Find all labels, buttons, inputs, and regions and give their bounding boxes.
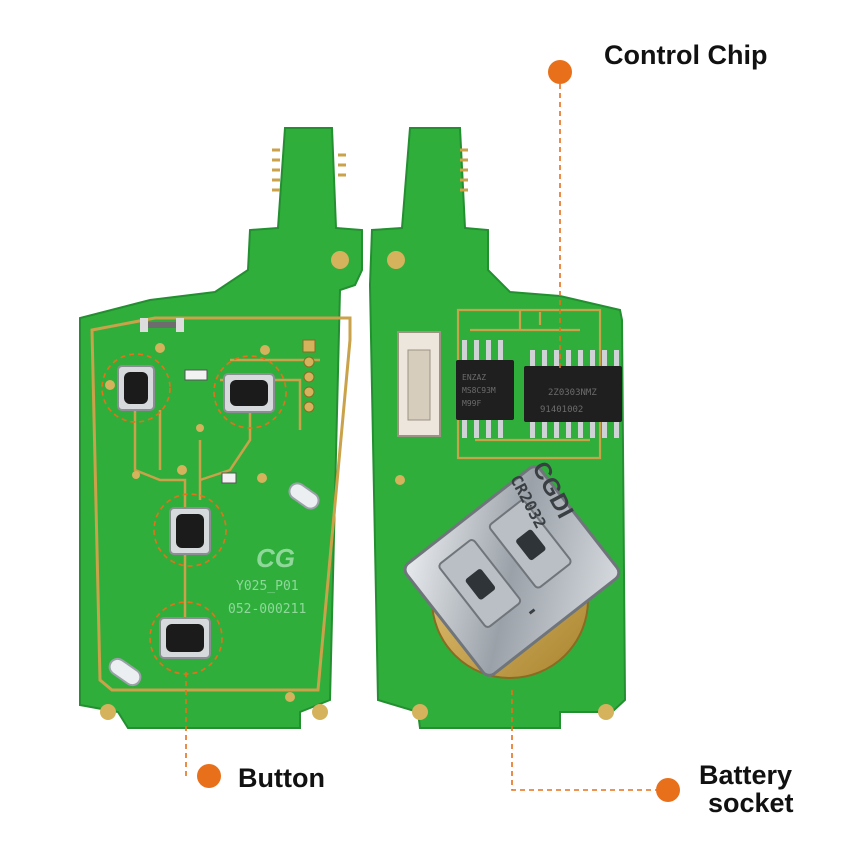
svg-text:91401002: 91401002	[540, 405, 583, 415]
tact-switch-4	[159, 617, 211, 659]
label-control-chip: Control Chip	[604, 40, 768, 70]
silkscreen-logo: CG	[256, 543, 295, 573]
left-pcb-board: CG Y025_P01 052-000211	[79, 127, 363, 729]
callout-dot-battery-socket	[656, 778, 680, 802]
svg-text:2Z0303NMZ: 2Z0303NMZ	[548, 388, 597, 398]
label-battery-line2: socket	[708, 788, 794, 818]
svg-text:M99F: M99F	[462, 399, 481, 408]
label-button: Button	[238, 763, 325, 793]
silkscreen-code: 052-000211	[228, 602, 306, 617]
tact-switch-3	[169, 507, 211, 555]
callout-dot-control-chip	[548, 60, 572, 84]
connector	[397, 331, 441, 437]
leader-lines	[185, 84, 664, 791]
right-pcb-board: ENZAZ MS8C93M M99F 2Z0303NMZ 91401002	[368, 127, 627, 729]
battery-socket: - CGDI CR2032	[403, 457, 621, 679]
tact-switch-1	[117, 365, 155, 411]
silkscreen-model: Y025_P01	[236, 579, 299, 594]
tact-switch-2	[223, 373, 275, 413]
svg-text:ENZAZ: ENZAZ	[462, 373, 486, 382]
chip-control: 2Z0303NMZ 91401002	[524, 350, 622, 438]
svg-text:MS8C93M: MS8C93M	[462, 386, 496, 395]
label-battery-line1: Battery	[699, 760, 793, 790]
callout-dot-button	[197, 764, 221, 788]
chip-small: ENZAZ MS8C93M M99F	[456, 340, 514, 438]
